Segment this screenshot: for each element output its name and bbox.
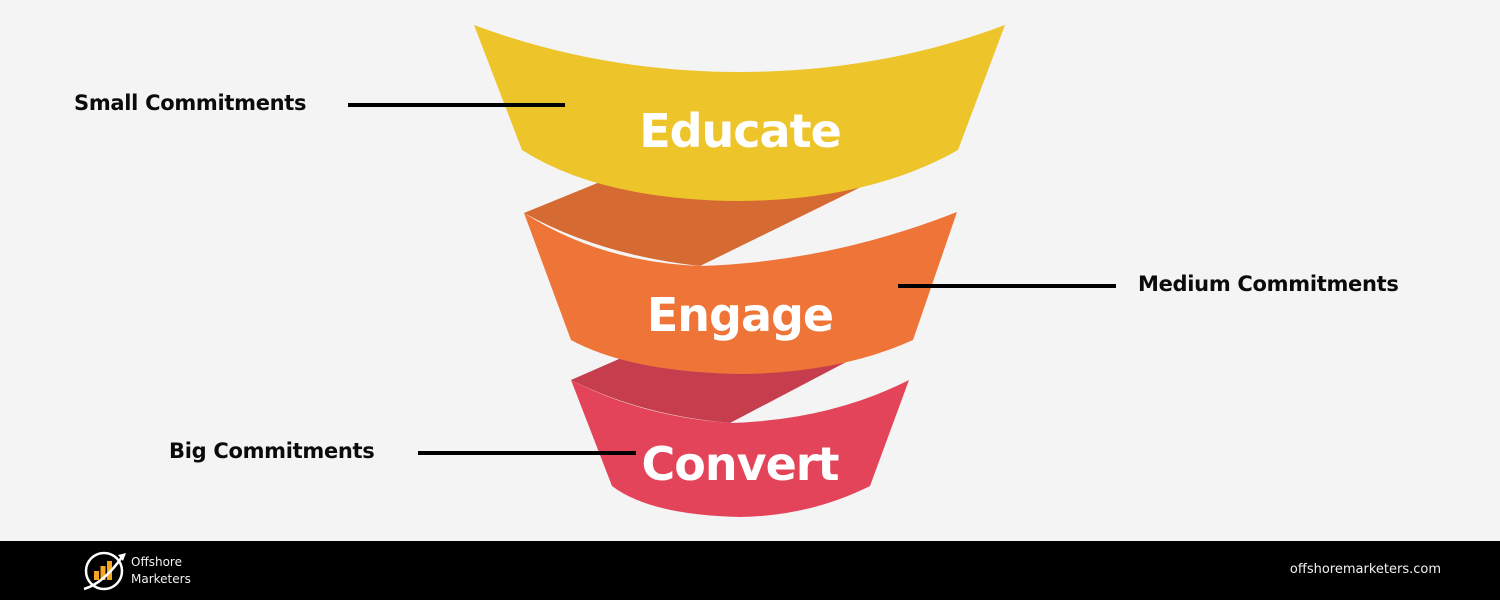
funnel-diagram: Educate Engage Convert Small Commitments… xyxy=(74,25,1399,517)
medium-commitments-label: Medium Commitments xyxy=(1138,272,1399,296)
educate-engage-fold xyxy=(524,182,865,266)
engage-band xyxy=(524,212,957,374)
small-commitments-label: Small Commitments xyxy=(74,91,307,115)
footer-bar: Offshore Marketers offshoremarketers.com xyxy=(0,541,1500,600)
tier-engage-label: Engage xyxy=(646,288,834,342)
brand-line-2: Marketers xyxy=(131,572,191,586)
tier-convert-label: Convert xyxy=(641,437,840,491)
bar-chart-arrow-icon xyxy=(83,551,126,591)
convert-band xyxy=(571,380,909,517)
big-commitments-label: Big Commitments xyxy=(169,439,375,463)
brand-line-1: Offshore xyxy=(131,555,182,569)
educate-band xyxy=(474,25,1005,201)
funnel-graphic xyxy=(348,25,1116,517)
brand-name: Offshore Marketers xyxy=(131,554,191,588)
tier-educate-label: Educate xyxy=(639,104,842,158)
website-url[interactable]: offshoremarketers.com xyxy=(1289,562,1441,577)
